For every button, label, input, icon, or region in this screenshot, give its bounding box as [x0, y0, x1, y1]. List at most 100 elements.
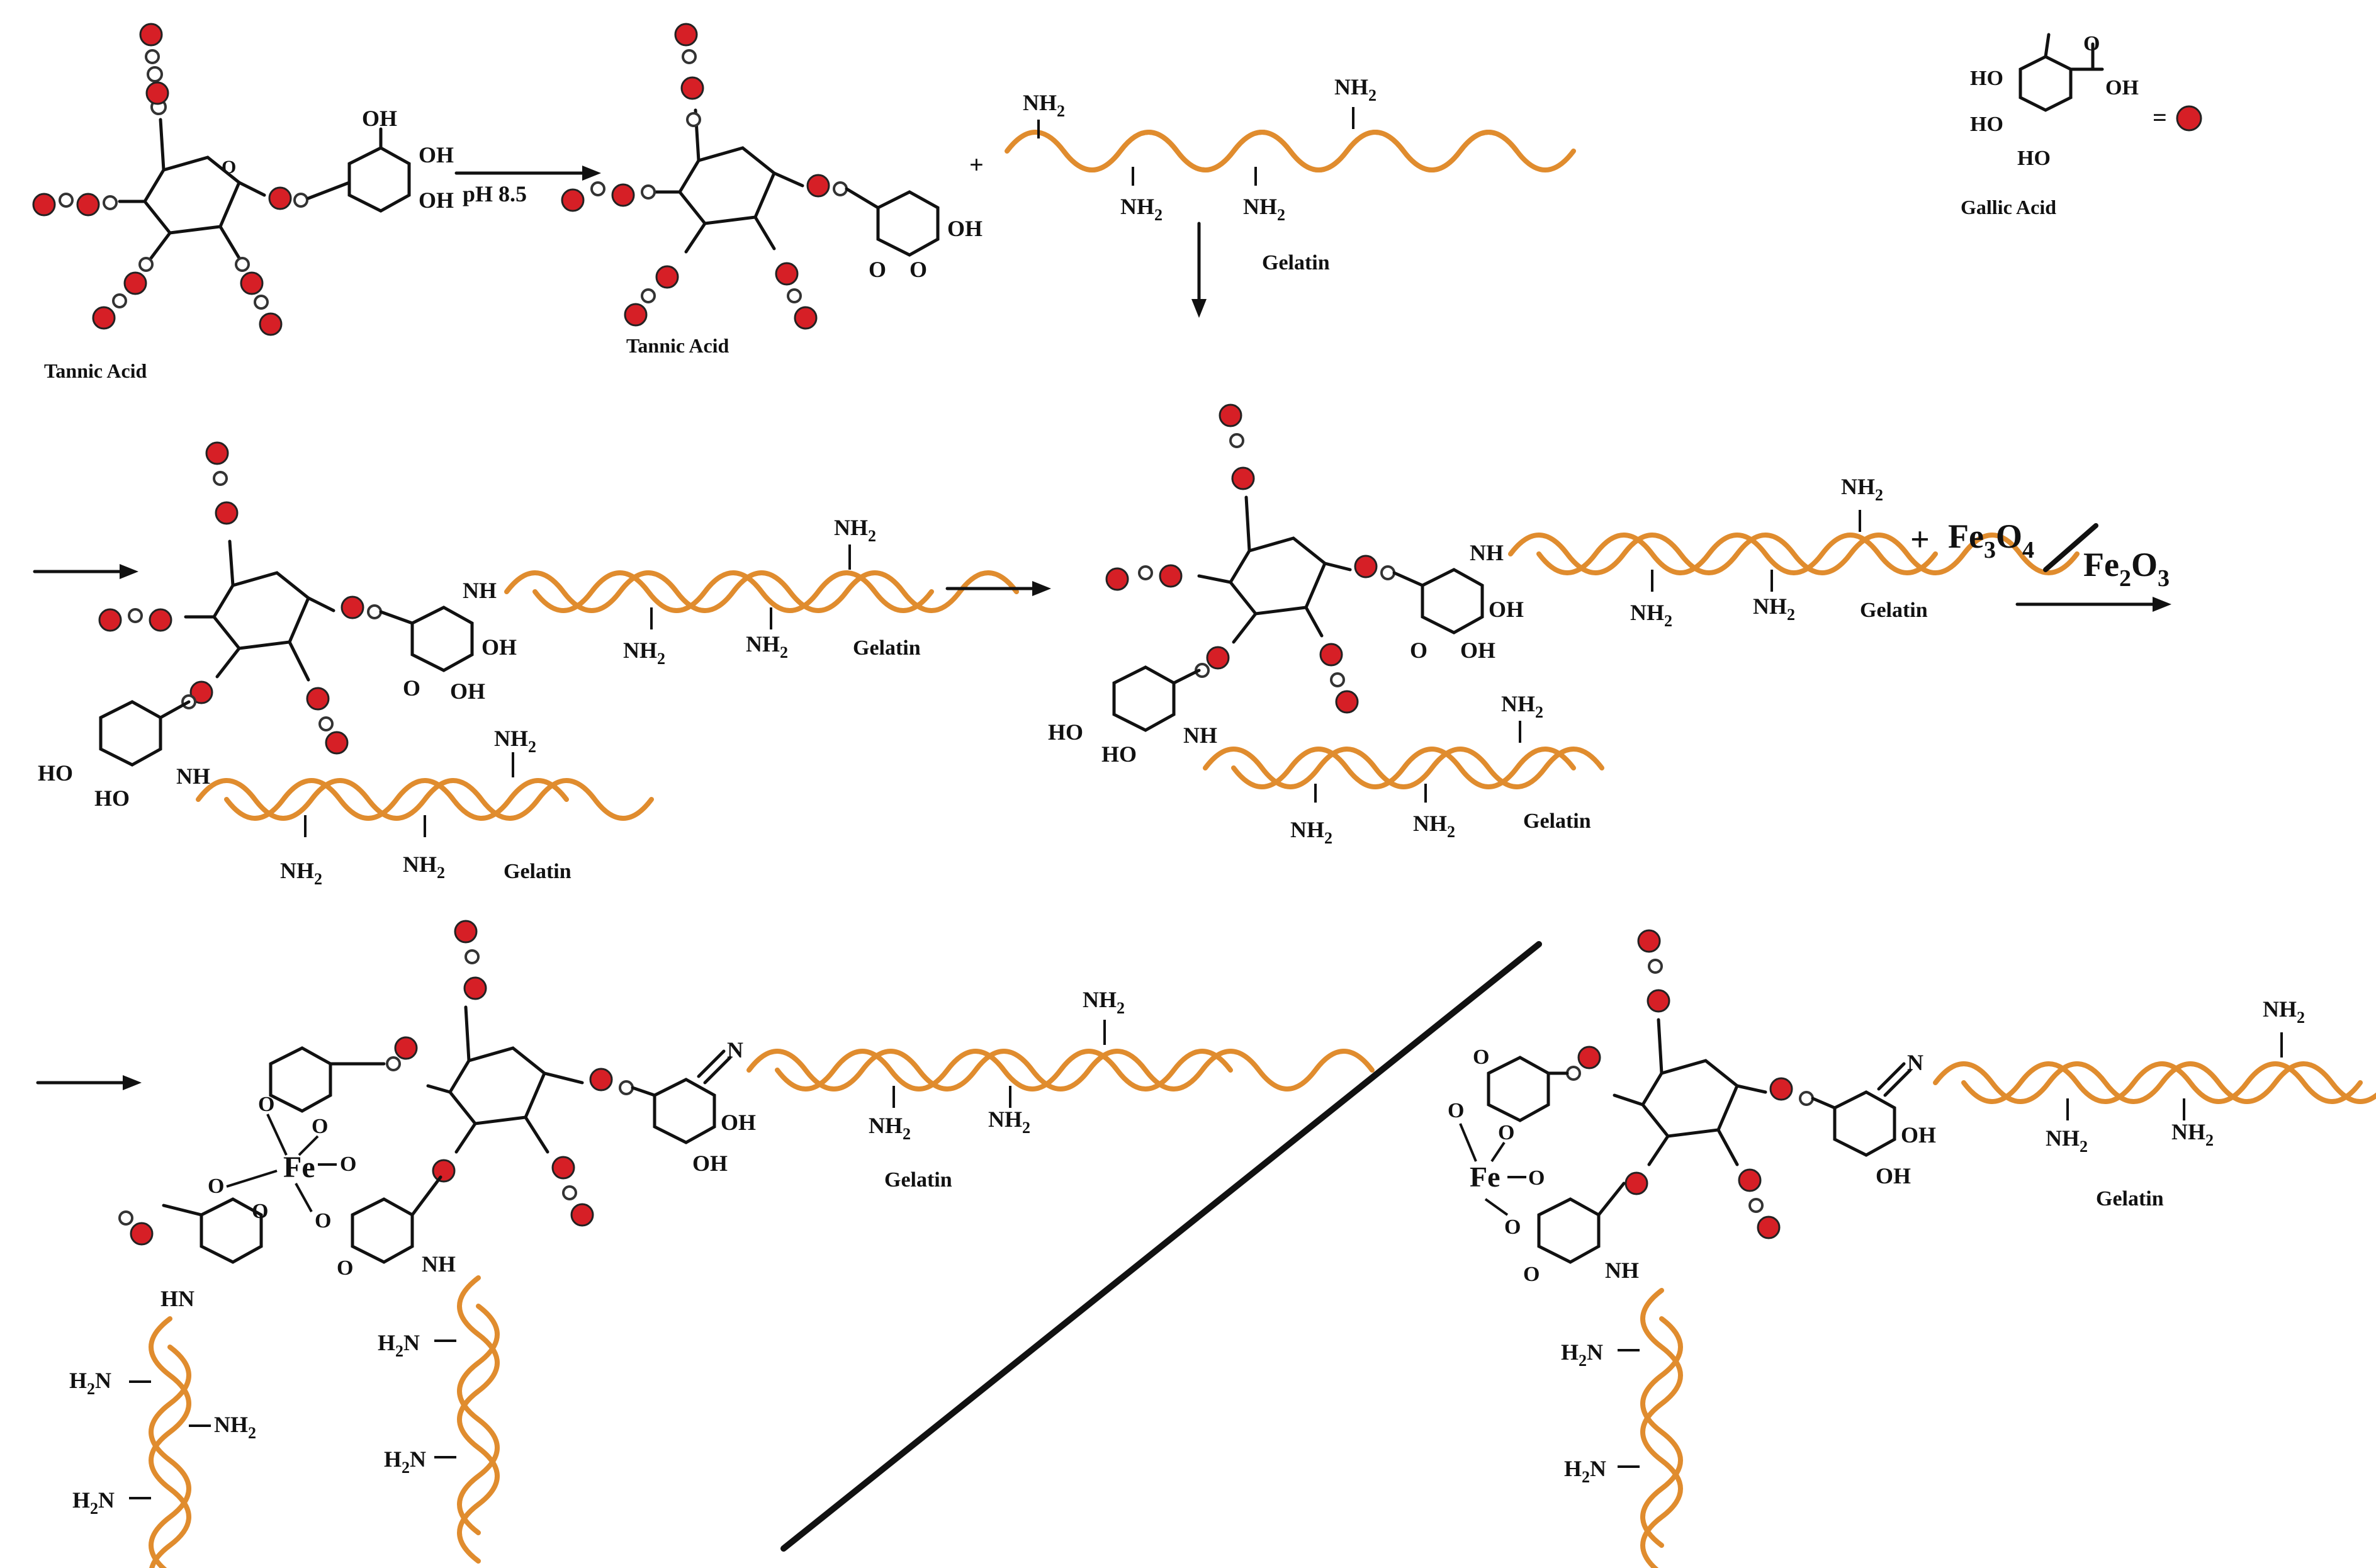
gallic-acid-bead — [1647, 989, 1670, 1013]
gallic-acid-bead — [92, 306, 116, 330]
arrow-head — [1191, 299, 1207, 318]
catechol-ring — [1487, 1056, 1550, 1122]
bond-line — [288, 640, 310, 682]
gelatin-label: Gelatin — [1262, 251, 1330, 274]
fe-center-label: Fe — [283, 1151, 315, 1184]
chem-label-part: 2 — [1447, 823, 1455, 841]
bond — [753, 215, 776, 251]
bond-line — [379, 610, 414, 625]
chem-label: H2N — [1564, 1456, 1606, 1486]
chain-path — [1640, 1288, 1683, 1568]
chem-label-part: 2 — [1324, 829, 1332, 847]
amine-link-label: NH — [463, 578, 497, 603]
gallic-acid-bead — [76, 193, 100, 217]
fe-complex-product-2: N OH OH O O O Fe O O O NH — [1448, 929, 1936, 1286]
hydroxyl-label: OH — [692, 1151, 728, 1176]
bond-line — [1197, 574, 1232, 584]
glucose-ring — [677, 146, 777, 225]
gallic-acid-bead — [454, 920, 478, 944]
reaction-arrow-down — [1191, 222, 1207, 318]
shape — [120, 564, 138, 579]
chem-label-part: 2 — [1787, 606, 1795, 624]
hydroxyl-label: OH — [481, 635, 517, 660]
bond-line — [697, 1049, 726, 1078]
chain-path — [1933, 1061, 2376, 1104]
hydroxyl-label: HO — [1101, 742, 1137, 767]
ester-link — [138, 257, 154, 272]
gallic-acid-legend: HO HO HO O OH = — [1970, 32, 2202, 170]
bond-line — [215, 646, 241, 679]
gallic-acid-bead — [98, 608, 122, 632]
chem-label-part: 2 — [1277, 206, 1285, 224]
bond — [149, 231, 172, 260]
chem-label-part: H — [69, 1368, 87, 1393]
chem-label-part: NH — [403, 852, 437, 877]
chem-label: NH2 — [403, 852, 445, 882]
bond-line — [1484, 1198, 1509, 1216]
amine-link-label: NH — [1470, 540, 1504, 565]
chem-label: NH2 — [869, 1113, 911, 1143]
gelatin-label: Gelatin — [884, 1168, 952, 1192]
chain-path — [532, 570, 934, 613]
gallic-acid-bead — [1757, 1215, 1781, 1239]
chem-label-part: H — [378, 1330, 395, 1355]
gallic-acid-bead — [149, 608, 172, 632]
bond-line — [2043, 523, 2098, 572]
hydroxyl-label: OH — [1489, 597, 1524, 622]
chem-label-part: NH — [1120, 194, 1154, 219]
tannic-acid-molecule-1: O OH OH OH — [32, 23, 454, 336]
amine-link-label: NH — [1183, 723, 1217, 748]
chem-label-part: H — [384, 1447, 402, 1472]
gelatin-chain-6: NH2 NH2 NH2 — [746, 987, 1375, 1143]
link-circle — [1648, 959, 1663, 974]
chem-label-part: 2 — [437, 864, 445, 882]
bond-line — [524, 1115, 549, 1154]
gallic-acid-bead — [551, 1156, 575, 1180]
bond-line — [1304, 606, 1324, 638]
chem-label: NH2 — [1753, 594, 1795, 624]
fe-center-label: Fe — [1470, 1161, 1500, 1193]
tannic-acid-label-2: Tannic Acid — [626, 334, 729, 357]
hydroxyl-label: HO — [38, 760, 73, 786]
gallic-acid-bead — [341, 595, 364, 619]
chem-label-part: H — [72, 1487, 90, 1513]
gelatin-label: Gelatin — [1523, 809, 1591, 833]
chem-label-part: NH — [869, 1113, 903, 1138]
chem-label-part: O — [2131, 546, 2158, 584]
bond-line — [266, 1114, 288, 1156]
chem-label-part: 2 — [248, 1424, 256, 1442]
equals-sign: = — [2153, 103, 2167, 132]
chem-label-part: N — [410, 1447, 426, 1472]
chem-label-part: 2 — [87, 1380, 95, 1398]
carbonyl-label: O — [909, 257, 927, 282]
bond-line — [1613, 1093, 1645, 1107]
gallic-acid-bead — [570, 1203, 594, 1227]
chem-label-part: NH — [1243, 194, 1277, 219]
catechol-ring — [1537, 1197, 1601, 1264]
chem-label-part: 2 — [314, 870, 322, 888]
oxygen-label: O — [1504, 1215, 1521, 1239]
chem-label-part: NH — [746, 631, 780, 657]
link-circle — [1380, 565, 1395, 580]
crosslinked-product-1: NH OH OH O HO HO NH — [38, 441, 517, 811]
link-circle — [1566, 1066, 1581, 1081]
bond-line — [1172, 668, 1201, 685]
hydroxyl-label: OH — [947, 216, 982, 241]
carbonyl-label: O — [1410, 638, 1427, 663]
catechol-ring — [269, 1046, 332, 1113]
bond-line — [1459, 1123, 1477, 1162]
chem-label-part: NH — [280, 858, 314, 883]
chem-label-part: NH — [1334, 74, 1368, 99]
chem-label-part: 2 — [395, 1342, 403, 1360]
chem-label-part: N — [95, 1368, 111, 1393]
fe-complex-product-1: N OH OH Fe O O O O O O O NH HN — [118, 920, 756, 1311]
ester-link — [641, 184, 656, 200]
gallic-acid-bead — [306, 687, 330, 711]
ring-oxygen: O — [222, 157, 236, 178]
chain-path — [1536, 533, 1938, 575]
hydroxyl-label: HO — [2017, 147, 2051, 170]
chain-path — [775, 1049, 1233, 1091]
oxygen-label: O — [312, 1115, 328, 1138]
bond-line — [1597, 1182, 1626, 1217]
glucose-ring — [1228, 536, 1327, 616]
